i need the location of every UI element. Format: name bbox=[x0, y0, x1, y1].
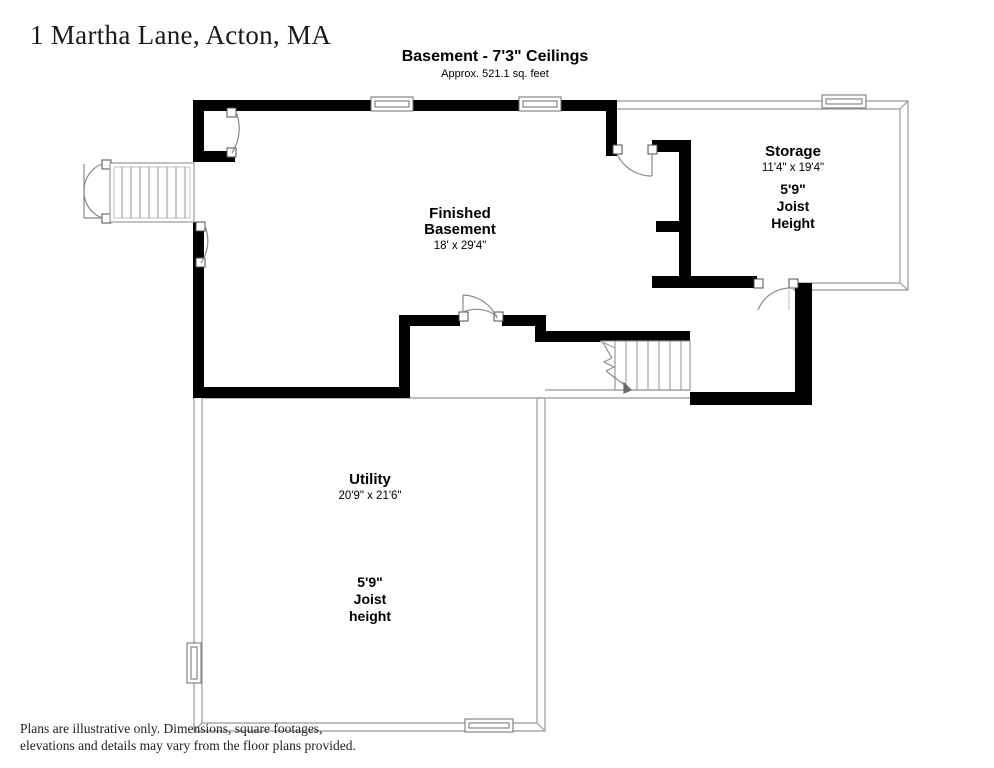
stair-direction-arrow bbox=[601, 340, 633, 394]
page-title: 1 Martha Lane, Acton, MA bbox=[30, 20, 332, 50]
joist-height-value: 5'9" bbox=[780, 181, 806, 197]
room-label-finished-basement: Finished Basement 18' x 29'4" bbox=[360, 206, 560, 253]
door-icon bbox=[753, 278, 799, 311]
room-dimensions: 11'4" x 19'4" bbox=[761, 162, 825, 174]
window-icon bbox=[821, 94, 867, 109]
window-icon bbox=[186, 642, 202, 684]
joist-height-word: Joist bbox=[776, 198, 810, 214]
door-icon bbox=[195, 221, 209, 268]
disclaimer: Plans are illustrative only. Dimensions,… bbox=[20, 720, 356, 754]
door-icon bbox=[226, 107, 240, 158]
window-icon bbox=[518, 96, 562, 112]
disclaimer-line-2: elevations and details may vary from the… bbox=[20, 738, 356, 753]
room-name: Basement bbox=[424, 221, 496, 238]
door-icon bbox=[458, 294, 504, 322]
doors bbox=[83, 107, 799, 322]
stairs-left bbox=[109, 162, 195, 223]
window-icon bbox=[464, 718, 514, 733]
joist-height-word: Height bbox=[771, 215, 815, 231]
door-icon bbox=[83, 190, 112, 224]
room-dimensions: 20'9" x 21'6" bbox=[338, 490, 402, 502]
stairs-center bbox=[599, 340, 691, 394]
room-label-storage: Storage 11'4" x 19'4" bbox=[693, 144, 893, 175]
structural-walls bbox=[193, 100, 812, 405]
joist-height-word: Joist bbox=[353, 591, 387, 607]
joist-height-value: 5'9" bbox=[357, 574, 383, 590]
room-name: Utility bbox=[349, 471, 391, 488]
joist-height-note-storage: 5'9" Joist Height bbox=[693, 181, 893, 232]
plan-subtitle: Approx. 521.1 sq. feet bbox=[441, 68, 549, 80]
room-label-utility: Utility 20'9" x 21'6" bbox=[270, 472, 470, 503]
door-icon bbox=[612, 144, 658, 177]
disclaimer-line-1: Plans are illustrative only. Dimensions,… bbox=[20, 721, 323, 736]
door-icon bbox=[83, 159, 112, 192]
joist-height-word: height bbox=[349, 608, 391, 624]
room-dimensions: 18' x 29'4" bbox=[433, 240, 487, 252]
windows bbox=[186, 94, 867, 733]
room-name: Finished bbox=[429, 205, 491, 222]
joist-height-note-utility: 5'9" Joist height bbox=[270, 574, 470, 625]
window-icon bbox=[370, 96, 414, 112]
plan-title: Basement - 7'3" Ceilings bbox=[401, 48, 589, 65]
room-name: Storage bbox=[765, 143, 821, 160]
